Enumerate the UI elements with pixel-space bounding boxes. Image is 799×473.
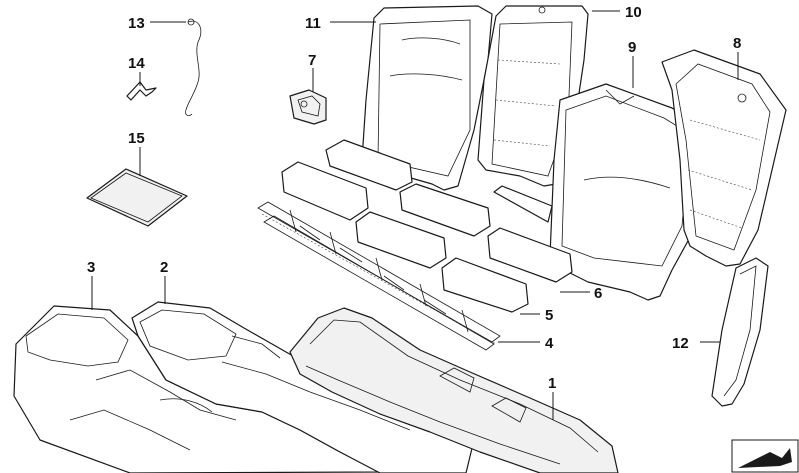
callout-3: 3 (87, 259, 95, 276)
part-13-spring-clip (185, 18, 202, 117)
callout-6: 6 (594, 285, 602, 302)
callout-5: 5 (545, 307, 553, 324)
part-12-side-bolster (711, 257, 769, 407)
part-4-wire-frame (257, 201, 501, 351)
part-5-trim-strips (281, 161, 529, 313)
leader-lines (91, 10, 739, 420)
part-15-pad (86, 168, 188, 227)
callout-labels: 13 14 15 7 11 10 9 8 6 5 4 12 3 2 1 (87, 4, 741, 392)
part-6-trim-strips (325, 139, 573, 283)
callout-15: 15 (128, 130, 145, 147)
callout-7: 7 (308, 52, 316, 69)
part-8-backrest-frame-right (661, 49, 787, 267)
callout-2: 2 (160, 259, 168, 276)
callout-11: 11 (305, 15, 321, 32)
callout-14: 14 (128, 55, 145, 72)
callout-1: 1 (548, 375, 556, 392)
callout-10: 10 (625, 4, 642, 21)
part-2-seat-cushion-right (131, 301, 475, 473)
part-7-bracket (289, 89, 327, 125)
callout-8: 8 (733, 35, 741, 52)
callout-9: 9 (628, 39, 636, 56)
callout-12: 12 (672, 335, 689, 352)
part-14-hook (126, 81, 157, 101)
callout-4: 4 (545, 335, 554, 352)
arrow-badge-icon (731, 439, 799, 473)
callout-13: 13 (128, 15, 145, 32)
part-1-seat-frame (289, 307, 619, 473)
